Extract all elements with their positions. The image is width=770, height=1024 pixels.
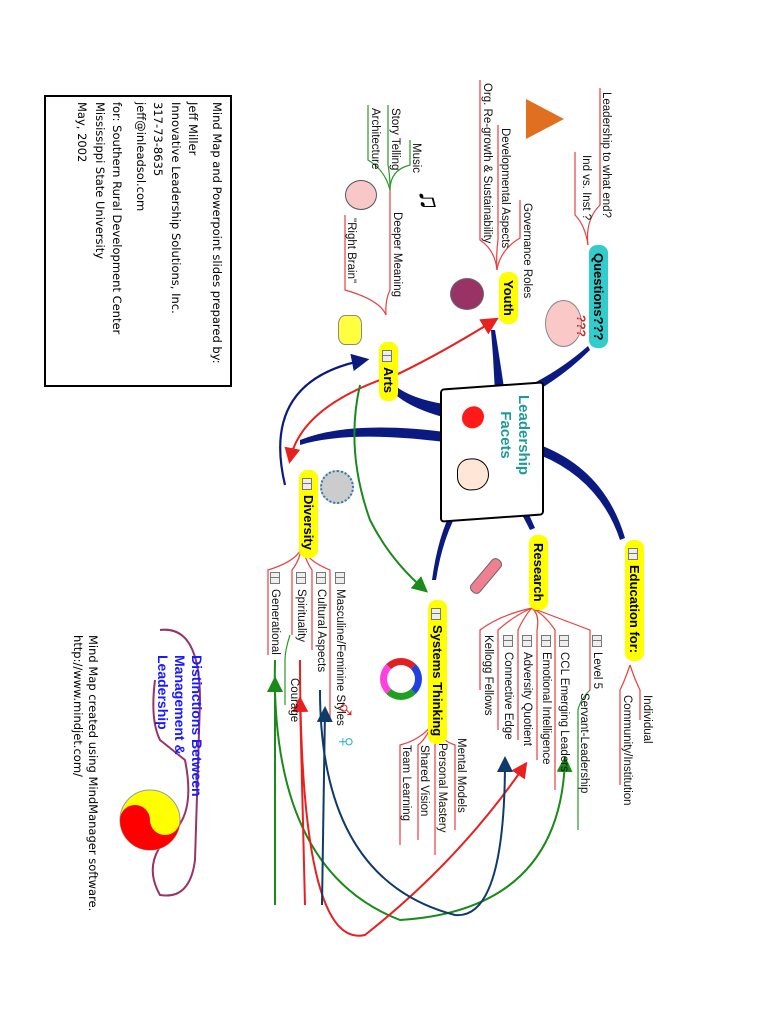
yin-yang-icon [119, 789, 181, 851]
link-navy-to-masculine [316, 706, 333, 906]
credit-text: Mind Map created using MindManager softw… [70, 635, 100, 911]
link-green-to-systems [353, 384, 429, 593]
child-figure-icon [450, 278, 484, 310]
question-marks-icon: ??? [574, 315, 588, 337]
grandchild-courage[interactable]: Courage [288, 678, 300, 723]
child-emotional-intelligence[interactable]: Emotional Intelligence [540, 635, 552, 765]
male-symbol-icon: ♂ [332, 700, 362, 720]
child-individual[interactable]: Individual [641, 695, 653, 744]
topic-youth[interactable]: Youth [499, 272, 518, 324]
child-generational[interactable]: Generational [269, 572, 281, 655]
child-level-5[interactable]: Level 5 [591, 635, 603, 689]
note-icon[interactable] [316, 572, 327, 584]
credit-line: Mind Map created using MindManager softw… [86, 635, 100, 912]
info-line: Mind Map and Powerpoint slides prepared … [210, 102, 224, 364]
music-note-icon: ♫ [414, 190, 445, 211]
info-line: for: Southern Rural Development Center [110, 102, 125, 335]
confused-person-icon [545, 300, 582, 347]
theater-masks-icon [338, 315, 362, 345]
child-ccl-emerging-leaders[interactable]: CCL Emerging Leaders [558, 635, 570, 772]
topic-research[interactable]: Research [529, 535, 548, 610]
child-right-brain[interactable]: "Right Brain" [345, 218, 357, 284]
link-diversity-to-arts-blue [279, 353, 370, 486]
info-box [44, 95, 232, 387]
child-ind-vs-inst[interactable]: Ind vs. Inst ? [580, 155, 592, 221]
branch-systems [432, 490, 472, 580]
note-icon[interactable] [382, 350, 393, 362]
callout-text: Distinctions Between Management & Leader… [155, 655, 205, 797]
topic-education-for[interactable]: Education for: [625, 540, 644, 662]
branch-youth [491, 330, 505, 398]
credit-link[interactable]: http://www.mindjet.com/ [71, 635, 85, 777]
note-icon[interactable] [302, 478, 313, 490]
info-line: May, 2002 [75, 102, 90, 163]
info-line: Innovative Leadership Solutions, Inc. [169, 102, 183, 314]
grandchild-music[interactable]: Music [410, 143, 422, 174]
link-red-to-courage [292, 696, 309, 906]
child-org-regrowth[interactable]: Org. Re-growth & Sustainability [481, 83, 493, 244]
child-cultural-aspects[interactable]: Cultural Aspects [315, 572, 327, 672]
info-line[interactable]: jeff@inleadsol.com [134, 102, 148, 212]
link-arts-to-youth [384, 317, 499, 382]
child-mental-models[interactable]: Mental Models [455, 738, 467, 813]
child-developmental-aspects[interactable]: Developmental Aspects [499, 128, 511, 249]
note-icon[interactable] [270, 572, 281, 584]
note-icon[interactable] [592, 635, 603, 647]
branch-education [540, 445, 625, 540]
note-icon[interactable] [503, 635, 514, 647]
rose-icon [462, 405, 484, 430]
central-topic-label: Leadership Facets [497, 395, 532, 476]
link-navy-to-connective-edge [319, 689, 513, 917]
callout-border [151, 628, 202, 897]
note-icon[interactable] [335, 572, 346, 584]
link-green-to-research [273, 659, 573, 922]
topic-questions[interactable]: Questions??? [589, 245, 608, 349]
group-people-icon [526, 99, 564, 139]
grandchild-architecture[interactable]: Architecture [369, 108, 381, 170]
grandchild-story-telling[interactable]: Story Telling [389, 108, 401, 171]
link-arts-to-diversity-red [284, 379, 381, 464]
child-deeper-meaning[interactable]: Deeper Meaning [391, 212, 403, 298]
child-kellogg-fellows[interactable]: Kellogg Fellows [482, 635, 494, 716]
note-icon[interactable] [628, 548, 639, 560]
info-line: Jeff Miller [186, 102, 201, 156]
info-box-text: Mind Map and Powerpoint slides prepared … [73, 102, 225, 364]
child-team-learning[interactable]: Team Learning [400, 745, 412, 822]
child-leadership-to-what-end[interactable]: Leadership to what end? [600, 92, 612, 218]
child-shared-vision[interactable]: Shared Vision [418, 745, 430, 817]
child-connective-edge[interactable]: Connective Edge [502, 635, 514, 740]
globe-people-icon [320, 470, 354, 504]
topic-diversity[interactable]: Diversity [299, 470, 318, 558]
cycle-arrows-icon [380, 658, 422, 700]
branch-arts [381, 375, 450, 418]
female-symbol-icon: ♀ [332, 732, 362, 752]
topic-systems-thinking[interactable]: Systems Thinking [428, 600, 447, 745]
note-icon[interactable] [431, 608, 442, 620]
note-icon[interactable] [522, 635, 533, 647]
child-personal-mastery[interactable]: Personal Mastery [436, 743, 448, 833]
note-icon[interactable] [541, 635, 552, 647]
hand-pen-icon [457, 457, 489, 492]
brain-icon [345, 180, 377, 210]
info-line: Mississippi State University [93, 102, 107, 260]
branch-diversity [300, 427, 445, 445]
child-community-institution[interactable]: Community/Institution [621, 695, 633, 806]
topic-arts[interactable]: Arts [379, 342, 398, 402]
grandchild-servant-leadership[interactable]: Servant-Leadership [578, 693, 590, 794]
note-icon[interactable] [559, 635, 570, 647]
note-icon[interactable] [296, 572, 307, 584]
child-spirituality[interactable]: Spirituality [295, 572, 307, 642]
link-red-to-research [299, 659, 528, 937]
info-line: 317-73-8635 [151, 102, 166, 177]
child-governance-roles[interactable]: Governance Roles [521, 203, 533, 299]
grandchild-lines [284, 105, 591, 830]
child-adversity-quotient[interactable]: Adversity Quotient [521, 635, 533, 746]
